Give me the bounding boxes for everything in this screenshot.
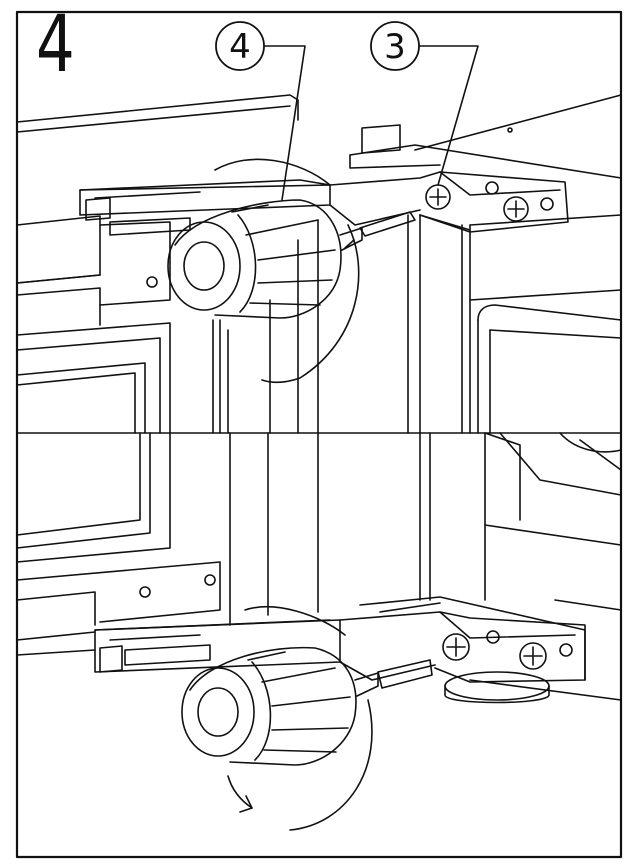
top-panel [16, 94, 622, 434]
step-number: 4 [36, 0, 75, 90]
figure-border [15, 10, 623, 859]
leader-line-3 [417, 45, 479, 186]
callout-4: 4 [215, 21, 265, 71]
bottom-panel [16, 432, 622, 831]
screw-icon [503, 196, 529, 222]
leader-line-4 [264, 45, 306, 201]
screw-icon [519, 642, 547, 670]
leveling-foot-icon [444, 671, 550, 704]
rotation-arrow-icon [214, 158, 360, 384]
callout-3: 3 [370, 21, 420, 71]
knob-icon [167, 199, 363, 319]
screw-icon [425, 184, 451, 210]
knob-icon [181, 646, 379, 766]
svg-text:4: 4 [229, 27, 251, 67]
rotation-arrow-icon [227, 606, 373, 831]
screw-icon [442, 633, 470, 661]
svg-text:3: 3 [384, 27, 406, 67]
